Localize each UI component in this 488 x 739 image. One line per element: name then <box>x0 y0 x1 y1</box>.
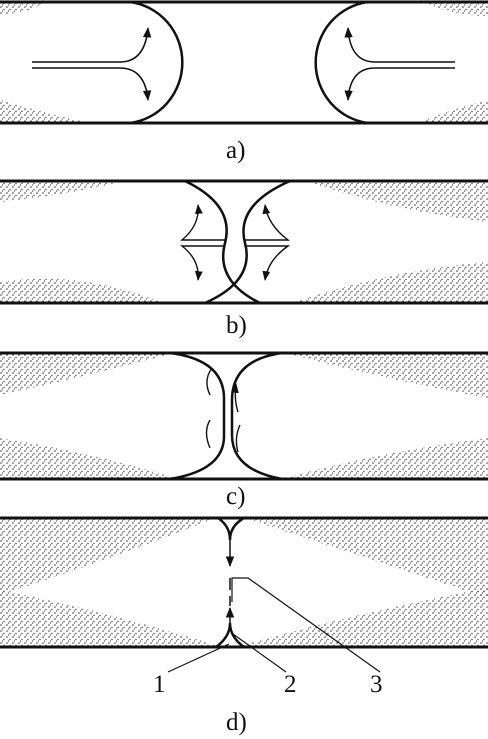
stipple-region <box>0 182 120 202</box>
weld-front-right <box>204 179 291 305</box>
panel-label-c: c) <box>226 483 246 510</box>
stipple-region <box>0 518 215 595</box>
stipple-region <box>420 0 488 16</box>
flow-arrow <box>231 383 239 413</box>
stipple-region <box>290 354 488 398</box>
callout-2: 2 <box>284 671 297 698</box>
flow-arrow <box>206 367 213 396</box>
flow-arrow <box>32 26 152 63</box>
flow-arrow <box>245 245 291 281</box>
stipple-region <box>0 278 160 302</box>
leader-line-2 <box>232 633 287 673</box>
callout-3: 3 <box>370 671 383 698</box>
panel-label-b: b) <box>226 312 247 339</box>
weld-front-right <box>230 351 283 481</box>
weld-cusp-top <box>217 516 245 541</box>
panel-b <box>0 179 488 305</box>
stipple-region <box>420 100 488 122</box>
callout-1: 1 <box>153 671 166 698</box>
weld-front-left <box>129 0 184 125</box>
stipple-region <box>0 438 175 478</box>
leader-line-1 <box>167 643 230 673</box>
weld-cusp-bottom <box>215 622 245 649</box>
panel-c <box>0 351 488 481</box>
weld-front-left <box>184 179 261 305</box>
flow-arrow <box>235 424 241 453</box>
stipple-region <box>295 262 488 302</box>
stipple-region <box>240 588 488 646</box>
panel-label-d: d) <box>226 709 247 736</box>
stipple-region <box>0 354 170 395</box>
flow-arrow <box>344 67 455 102</box>
stipple-region <box>0 100 85 122</box>
flow-arrow <box>205 419 211 449</box>
stipple-region <box>0 590 218 646</box>
weld-front-left <box>169 351 226 481</box>
panel-a <box>0 0 488 125</box>
flow-arrow <box>344 26 455 63</box>
flow-arrow <box>32 67 152 102</box>
panel-d <box>0 516 488 673</box>
stipple-region <box>310 182 488 222</box>
stipple-region <box>245 518 488 598</box>
leader-line-3 <box>231 577 381 673</box>
flow-arrow <box>245 204 291 241</box>
panel-label-a: a) <box>226 137 246 164</box>
flow-arrow <box>179 245 225 281</box>
flow-arrow <box>180 204 225 241</box>
weld-front-right <box>314 0 369 125</box>
stipple-region <box>285 438 488 478</box>
